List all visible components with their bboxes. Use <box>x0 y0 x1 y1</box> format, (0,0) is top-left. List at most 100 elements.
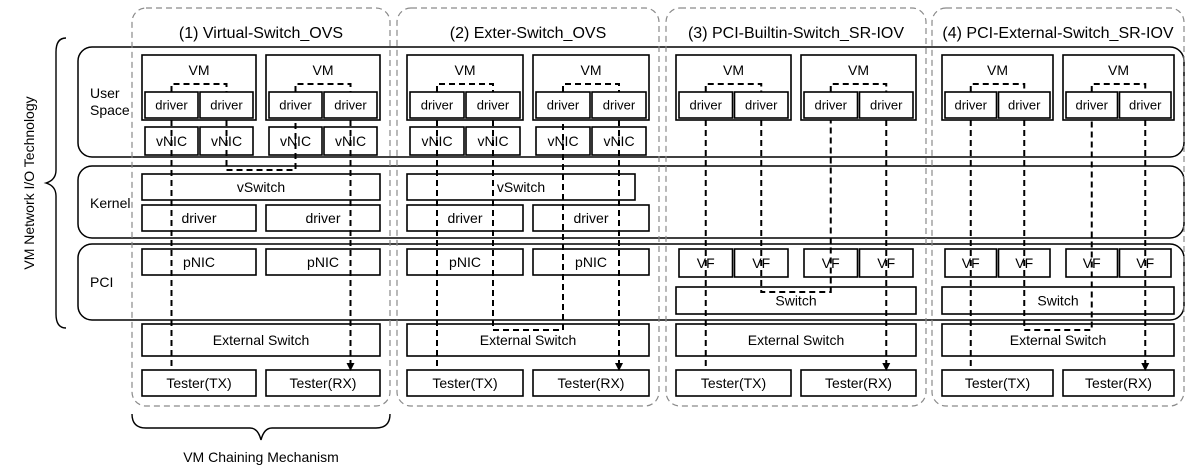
panel-1-vm-left-driver-b-label: driver <box>210 98 243 113</box>
panel-1-vm-left-driver-a-label: driver <box>155 98 188 113</box>
panel-3-vm-right-driver-a-label: driver <box>814 98 847 113</box>
layer-label-user-space-line: User <box>90 85 120 101</box>
panel-2-tester-rx <box>532 369 650 397</box>
panel-4-vm-right-loop <box>1090 83 1147 92</box>
axis-label-network-io: VM Network I/O Technology <box>21 96 37 269</box>
panel-4-vm-left-driver-b-label: driver <box>1008 98 1041 113</box>
panel-2-vm-right-label: VM <box>581 62 602 78</box>
panel-1-vm-right-driver-a <box>268 91 323 119</box>
panel-1-vm-right-driver-a-label: driver <box>279 98 312 113</box>
panel-4-vm-right-label: VM <box>1108 62 1129 78</box>
panel-1-tester-rx-label: Tester(RX) <box>290 375 357 391</box>
panel-1-vm-right-driver-b-label: driver <box>334 98 367 113</box>
panel-3-tester-tx-label: Tester(TX) <box>701 375 766 391</box>
panel-4-vm-left-driver-b <box>997 91 1051 119</box>
panel-1-pnic-right-label: pNIC <box>307 254 339 270</box>
panel-2-vm-right-driver-b <box>591 91 647 119</box>
panel-4-vm-left-label: VM <box>987 62 1008 78</box>
panel-1-kernel-driver-left <box>141 204 257 232</box>
panel-3-path-chain <box>760 120 832 293</box>
panel-3-pci-switch <box>675 286 917 315</box>
panel-2-vm-left-driver-a <box>409 91 465 119</box>
panel-2-kernel-driver-right <box>532 204 650 232</box>
panel-3-tester-rx-label: Tester(RX) <box>825 375 892 391</box>
panel-1-pnic-left <box>141 248 257 276</box>
panel-1-pnic-left-label: pNIC <box>183 254 215 270</box>
panel-1-vm-right-driver-b <box>323 91 378 119</box>
panel-4-tester-tx-label: Tester(TX) <box>965 375 1030 391</box>
panel-1-frame <box>131 7 391 407</box>
panel-2-vm-left-driver-a-label: driver <box>421 98 454 113</box>
panel-2-frame <box>396 7 660 407</box>
panel-3-vm-left-driver-a <box>678 91 734 119</box>
panel-2-vm-left-driver-b-label: driver <box>477 98 510 113</box>
panel-3-tester-rx <box>800 369 917 397</box>
left-brace <box>43 37 67 329</box>
panel-4-frame <box>931 7 1185 407</box>
panel-4-tester-tx <box>941 369 1054 397</box>
panel-2-kernel-driver-right-label: driver <box>573 210 608 226</box>
panel-1-pnic-right <box>265 248 381 276</box>
panel-3-vm-right-driver-b-label: driver <box>870 98 903 113</box>
panel-2-kernel-driver-left <box>406 204 524 232</box>
panel-4-pci-switch <box>941 286 1175 315</box>
panel-2-pnic-left <box>406 248 524 276</box>
layer-label-pci: PCI <box>90 274 113 290</box>
panel-4-vm-left-loop <box>969 83 1026 92</box>
panel-1-vnic-3-label: vNIC <box>280 133 311 149</box>
panel-4-tester-rx-label: Tester(RX) <box>1085 375 1152 391</box>
panel-1-vm-left-loop <box>170 83 228 92</box>
panel-1-vswitch <box>141 173 381 201</box>
panel-1-kernel-driver-left-label: driver <box>181 210 216 226</box>
bottom-brace <box>131 413 391 441</box>
panel-1-vnic-3 <box>268 126 323 156</box>
panel-3-vm-right-driver-b <box>858 91 914 119</box>
panel-4-title: (4) PCI-External-Switch_SR-IOV <box>942 25 1173 42</box>
panel-2-vswitch <box>406 173 636 201</box>
panel-1-kernel-driver-right <box>265 204 381 232</box>
panel-3-external-switch-label: External Switch <box>748 332 844 348</box>
panel-2-vm-right-driver-a <box>535 91 591 119</box>
panel-2-pnic-left-label: pNIC <box>449 254 481 270</box>
panel-2-path-chain <box>492 120 564 331</box>
panel-2-pnic-right-label: pNIC <box>575 254 607 270</box>
panel-3-external-switch <box>675 323 917 357</box>
panel-2-kernel-driver-left-label: driver <box>447 210 482 226</box>
panel-1-tester-rx <box>265 369 381 397</box>
panel-4-tester-rx <box>1062 369 1175 397</box>
layer-label-kernel: Kernel <box>90 195 130 211</box>
panel-1-path-chain <box>225 120 297 171</box>
panel-2-vm-left-loop <box>436 83 494 92</box>
panel-3-title: (3) PCI-Builtin-Switch_SR-IOV <box>688 25 904 42</box>
panel-1-external-switch <box>141 323 381 357</box>
panel-3-frame <box>665 7 927 407</box>
panel-4-pci-switch-label: Switch <box>1037 293 1078 309</box>
panel-2-tester-tx <box>406 369 524 397</box>
panel-1-tester-tx <box>141 369 257 397</box>
panel-2-vm-right-driver-a-label: driver <box>547 98 580 113</box>
panel-1-vm-right-label: VM <box>313 62 334 78</box>
layer-label-user-space-line: Space <box>90 102 130 118</box>
panel-2-external-switch-label: External Switch <box>480 332 576 348</box>
panel-1-tester-tx-label: Tester(TX) <box>166 375 231 391</box>
panel-3-pci-switch-label: Switch <box>775 293 816 309</box>
panel-3-vm-right-loop <box>829 83 888 92</box>
panel-1-vm-left-label: VM <box>189 62 210 78</box>
panel-3-tester-tx <box>675 369 792 397</box>
panel-1-vm-right-loop <box>294 83 352 92</box>
panel-4-vm-left-driver-a <box>944 91 998 119</box>
panel-1-kernel-driver-right-label: driver <box>305 210 340 226</box>
panel-1-vswitch-label: vSwitch <box>237 179 285 195</box>
panel-4-vm-right-driver-a-label: driver <box>1075 98 1108 113</box>
panel-3-vm-right-label: VM <box>848 62 869 78</box>
panel-2-vswitch-label: vSwitch <box>497 179 545 195</box>
panel-2-pnic-right <box>532 248 650 276</box>
panel-1-title: (1) Virtual-Switch_OVS <box>179 25 343 42</box>
panel-3-vm-left-driver-b-label: driver <box>745 98 778 113</box>
panel-2-vm-left-driver-b <box>465 91 521 119</box>
panel-3-vm-left-driver-a-label: driver <box>689 98 722 113</box>
panel-2-vm-left-label: VM <box>455 62 476 78</box>
panel-2-vm-right-loop <box>562 83 620 92</box>
panel-4-vm-right-driver-b-label: driver <box>1129 98 1162 113</box>
